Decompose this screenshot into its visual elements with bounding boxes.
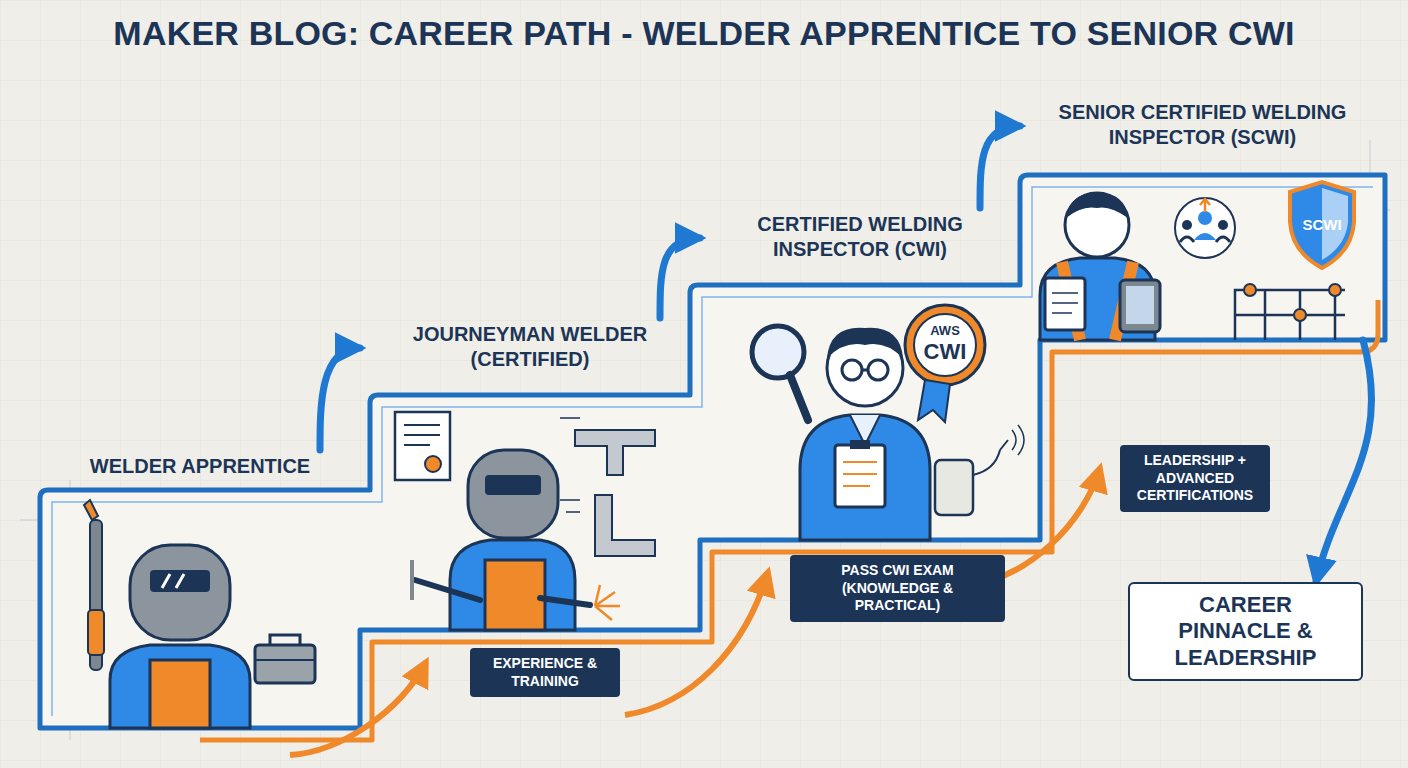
orange-path [200,300,1378,740]
stage-heading: WELDER APPRENTICE [40,450,360,479]
callout-box: EXPERIENCE & TRAINING [470,648,620,697]
stage-heading: CERTIFIED WELDING INSPECTOR (CWI) [700,208,1020,262]
badge-text: SCWI [1302,216,1341,233]
callout-box: LEADERSHIP + ADVANCED CERTIFICATIONS [1120,445,1270,512]
callout-text: LEADERSHIP + ADVANCED CERTIFICATIONS [1132,452,1258,505]
apprentice-figure [84,500,315,728]
callout-text: CAREER PINNACLE & LEADERSHIP [1144,592,1347,671]
badge-text: AWS [930,323,960,338]
career-stage: WELDER APPRENTICE [40,450,360,728]
callout-text: PASS CWI EXAM (KNOWLEDGE & PRACTICAL) [802,562,993,615]
blueprint-lines [20,140,1390,740]
senior-inspector-figure [1040,182,1354,340]
title: MAKER BLOG: CAREER PATH - WELDER APPRENT… [0,14,1408,53]
stage-heading: SENIOR CERTIFIED WELDING INSPECTOR (SCWI… [1020,96,1385,150]
stage-heading: JOURNEYMAN WELDER (CERTIFIED) [360,318,700,372]
inspector-figure [752,305,1024,540]
progress-arrow [320,348,360,450]
staircase-band [40,175,1385,728]
goal-box: CAREER PINNACLE & LEADERSHIP [1128,582,1363,681]
callout-box: PASS CWI EXAM (KNOWLEDGE & PRACTICAL) [790,555,1005,622]
progress-arrow [980,126,1020,208]
progress-arrow [660,238,700,318]
progress-arrow [290,468,1100,755]
badge-text: CWI [924,339,967,365]
callout-text: EXPERIENCE & TRAINING [482,655,608,690]
journeyman-figure [395,412,655,630]
progress-arrow [1316,340,1372,582]
career-stage: CERTIFIED WELDING INSPECTOR (CWI) [700,208,1020,540]
career-stage: JOURNEYMAN WELDER (CERTIFIED) [360,318,700,630]
